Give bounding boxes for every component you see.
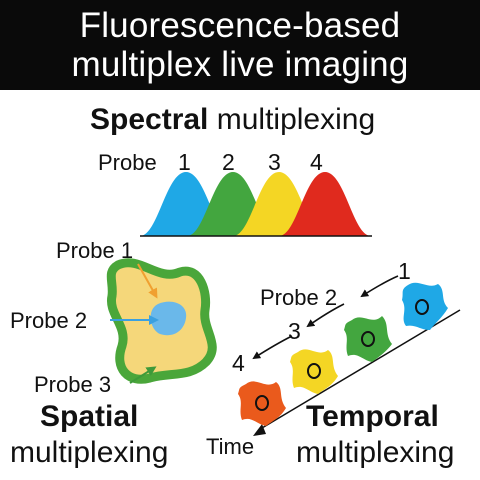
temporal-panel [238,275,461,436]
time-axis-label: Time [206,434,255,459]
title-line-2: multiplex live imaging [71,45,409,84]
temporal-heading-bold: Temporal [306,400,439,433]
spatial-cell [106,258,217,384]
temporal-label-3: 3 [288,318,301,344]
temporal-label-4: 4 [232,350,245,376]
time-axis-arrowhead [253,424,266,436]
spectral-heading: Spectral multiplexing [90,103,375,137]
spectral-probe-3: 3 [268,149,281,175]
spectral-probe-1: 1 [178,149,191,175]
spectral-probe-2: 2 [222,149,235,175]
spectral-peaks [140,172,372,237]
spectral-probe-4: 4 [310,149,323,175]
probe-1-pointer [137,263,158,299]
peak-4 [279,172,371,236]
temporal-cell-2 [344,316,392,362]
temporal-nucleus-4 [255,395,269,411]
temporal-arrow-3 [252,335,293,360]
temporal-cell-4 [238,381,286,426]
spatial-heading-bold: Spatial [40,400,139,433]
spatial-heading-rest: multiplexing [10,436,169,469]
temporal-cell-3 [290,349,338,394]
spectral-heading-bold: Spectral [90,103,209,136]
temporal-nucleus-2 [361,331,375,347]
spatial-label-probe-3: Probe 3 [34,372,112,397]
temporal-heading-rest: multiplexing [296,436,455,469]
cell-nucleus [150,301,187,336]
temporal-label-probe-2: Probe 2 [260,285,338,310]
spectral-probe-word: Probe [98,150,157,175]
temporal-nucleus-1 [415,299,429,315]
temporal-nucleus-3 [307,363,321,379]
probe-3-pointer [129,366,157,384]
temporal-label-1: 1 [398,258,411,284]
title-line-1: Fluorescence-based [79,6,401,45]
spatial-label-probe-2: Probe 2 [10,308,88,333]
title-banner: Fluorescence-based multiplex live imagin… [0,0,480,90]
temporal-cell-1 [402,282,448,330]
temporal-arrow-2 [306,303,345,328]
spatial-label-probe-1: Probe 1 [56,238,134,263]
spectral-heading-rest: multiplexing [216,103,376,136]
temporal-arrow-1 [360,275,399,298]
